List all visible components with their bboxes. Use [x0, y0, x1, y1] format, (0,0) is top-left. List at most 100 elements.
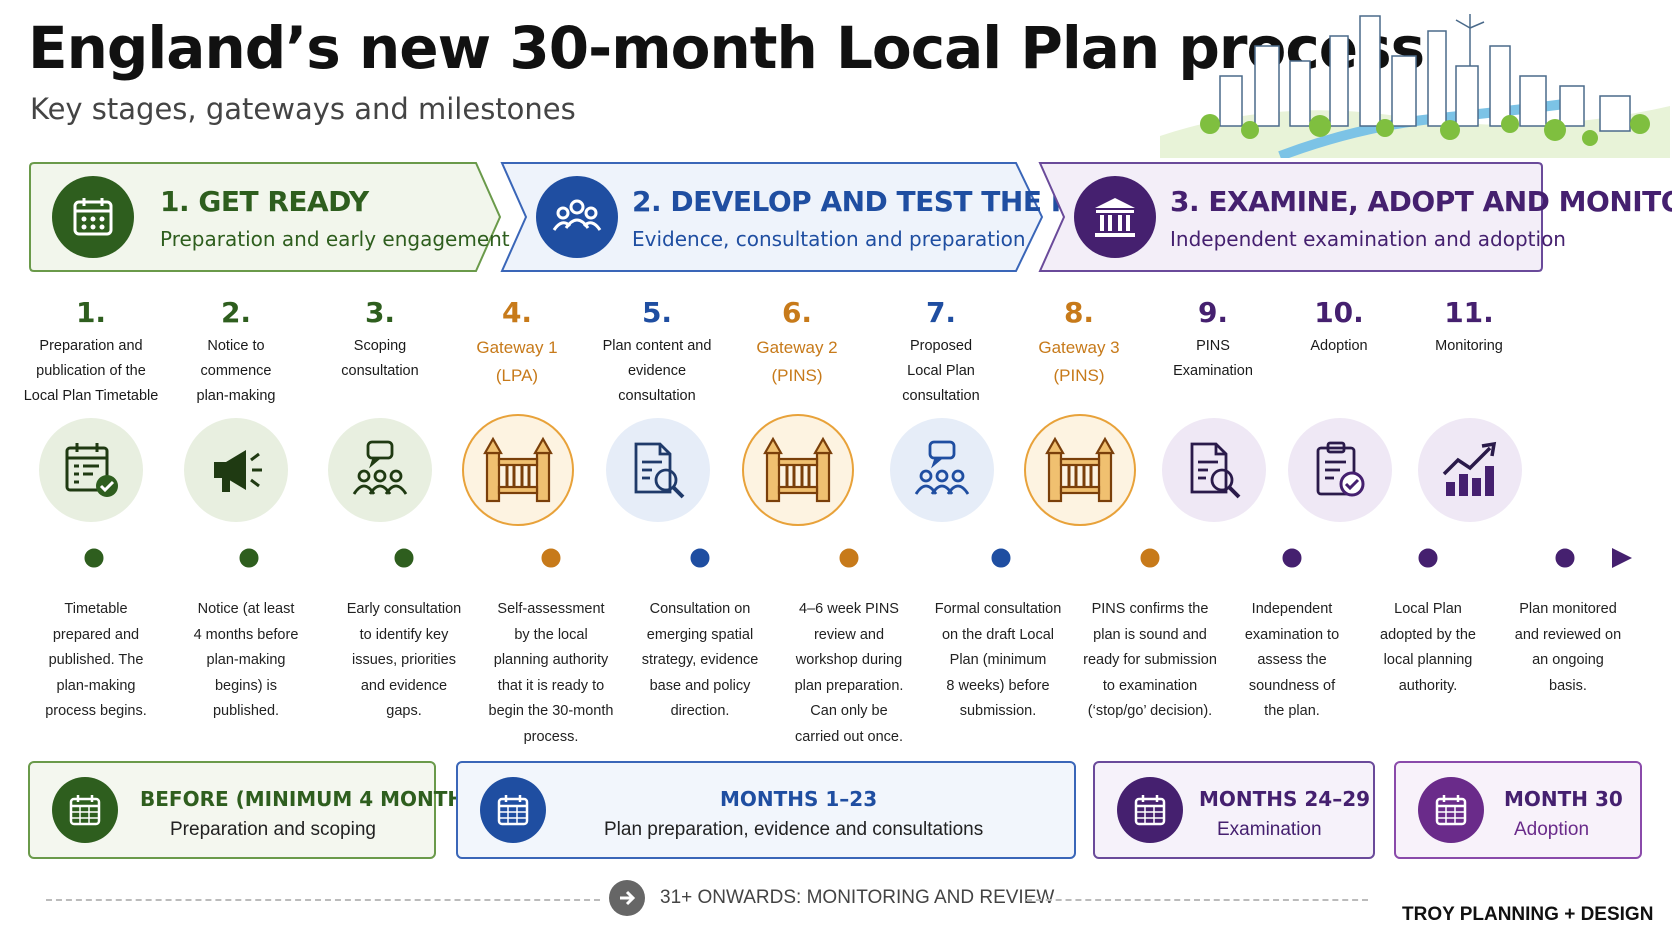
stage-8-label: Gateway 3(PINS)	[1038, 338, 1120, 385]
phase-1: 1. GET READY Preparation and early engag…	[28, 161, 510, 273]
timeline-node-2	[234, 543, 264, 573]
phase-1-subtitle: Preparation and early engagement	[160, 227, 510, 251]
timeline-node-11	[1550, 543, 1580, 573]
period-months-1-23-subtitle: Plan preparation, evidence and consultat…	[604, 819, 984, 840]
phase-2-subtitle: Evidence, consultation and preparation	[632, 227, 1026, 251]
phase-2: 2. DEVELOP AND TEST THE PLAN Evidence, c…	[500, 161, 1133, 273]
calendar-icon	[1418, 777, 1484, 843]
onward-monitoring-label: 31+ ONWARDS: MONITORING AND REVIEW	[660, 887, 1055, 908]
megaphone-icon	[184, 418, 288, 522]
period-months-24-29: MONTHS 24–29 Examination	[1093, 761, 1375, 859]
calendar-icon	[480, 777, 546, 843]
stage-8-number: 8.	[1063, 296, 1095, 329]
stage-4-number: 4.	[501, 296, 533, 329]
chart-growth-icon	[1418, 418, 1522, 522]
phase-2-arrow-shape	[500, 162, 1044, 272]
stage-6-number: 6.	[781, 296, 813, 329]
stage-6-header: 6. Gateway 2(PINS)	[722, 296, 872, 390]
timeline-node-3	[389, 543, 419, 573]
timeline-node-10	[1413, 543, 1443, 573]
stage-7-number: 7.	[925, 296, 957, 329]
period-months-1-23: MONTHS 1–23 Plan preparation, evidence a…	[456, 761, 1076, 859]
stage-1-number: 1.	[75, 296, 107, 329]
period-months-1-23-title: MONTHS 1–23	[720, 787, 878, 811]
stage-11-label: Monitoring	[1435, 338, 1503, 354]
dashed-rule-left	[46, 899, 600, 901]
calendar-icon	[1117, 777, 1183, 843]
page-subtitle: Key stages, gateways and milestones	[30, 92, 576, 126]
document-search-icon	[606, 418, 710, 522]
stage-4-label: Gateway 1(LPA)	[476, 338, 558, 385]
calendar-check-icon	[39, 418, 143, 522]
period-month-30: MONTH 30 Adoption	[1394, 761, 1642, 859]
period-before: BEFORE (MINIMUM 4 MONTHS) Preparation an…	[28, 761, 488, 859]
stage-4-header: 4. Gateway 1(LPA)	[442, 296, 592, 390]
dashed-rule-right	[1026, 899, 1368, 901]
stage-11-number: 11.	[1444, 296, 1494, 329]
phase-3-title: 3. EXAMINE, ADOPT AND MONITOR	[1170, 185, 1672, 218]
stage-2-number: 2.	[220, 296, 252, 329]
period-months-24-29-subtitle: Examination	[1217, 819, 1322, 840]
timeline-node-9	[1277, 543, 1307, 573]
period-before-title: BEFORE (MINIMUM 4 MONTHS)	[140, 787, 488, 811]
phase-3: 3. EXAMINE, ADOPT AND MONITOR Independen…	[1038, 161, 1672, 273]
arrow-right-icon	[609, 880, 645, 916]
stage-8-header: 8. Gateway 3(PINS)	[1004, 296, 1154, 390]
stage-3-number: 3.	[364, 296, 396, 329]
document-search-icon	[1162, 418, 1266, 522]
stage-9-number: 9.	[1197, 296, 1229, 329]
people-group-icon	[536, 176, 618, 258]
phase-2-title: 2. DEVELOP AND TEST THE PLAN	[632, 185, 1133, 218]
consultation-icon	[890, 418, 994, 522]
calendar-icon	[52, 777, 118, 843]
stage-6-label: Gateway 2(PINS)	[756, 338, 838, 385]
timeline-node-5	[685, 543, 715, 573]
period-month-30-title: MONTH 30	[1504, 787, 1623, 811]
consultation-icon	[328, 418, 432, 522]
city-illustration	[1160, 14, 1670, 158]
stage-11-header: 11. Monitoring	[1394, 296, 1544, 359]
timeline-node-1	[79, 543, 109, 573]
timeline-arrowhead	[1612, 548, 1632, 568]
period-before-subtitle: Preparation and scoping	[170, 819, 376, 840]
period-month-30-subtitle: Adoption	[1514, 819, 1590, 840]
stage-10-header: 10. Adoption	[1264, 296, 1414, 359]
timeline-node-8	[1135, 543, 1165, 573]
phase-1-arrow-shape	[29, 162, 502, 272]
calendar-icon	[52, 176, 134, 258]
phase-3-subtitle: Independent examination and adoption	[1170, 227, 1566, 251]
gateway-3-gate-icon	[1024, 414, 1136, 526]
phase-3-arrow-shape	[1038, 162, 1543, 272]
timeline-node-6	[834, 543, 864, 573]
courthouse-icon	[1074, 176, 1156, 258]
clipboard-check-icon	[1288, 418, 1392, 522]
page-title: England’s new 30-month Local Plan proces…	[28, 14, 1425, 82]
phase-1-title: 1. GET READY	[160, 185, 369, 218]
stage-10-number: 10.	[1314, 296, 1364, 329]
gateway-1-gate-icon	[462, 414, 574, 526]
brand-label: TROY PLANNING + DESIGN	[1402, 904, 1654, 925]
gateway-2-gate-icon	[742, 414, 854, 526]
